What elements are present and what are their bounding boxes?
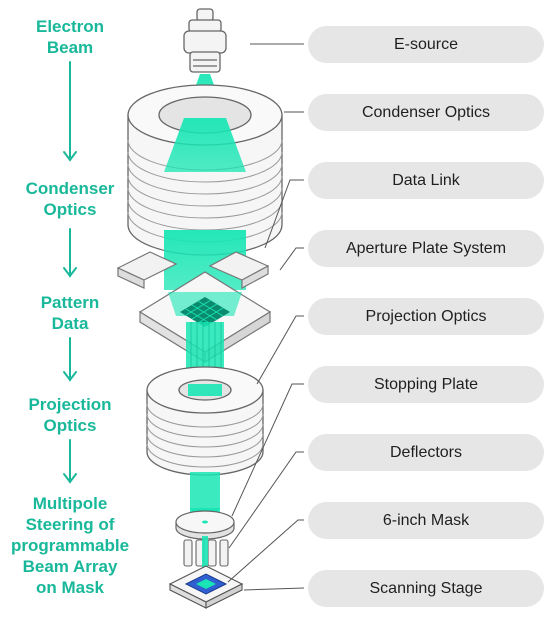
label-e-source: E-source <box>308 26 544 63</box>
flow-step-projection-optics: Projection Optics <box>28 395 112 435</box>
label-data-link: Data Link <box>308 162 544 199</box>
flow-step-multipole-steering: Multipole Steering of programmable Beam … <box>10 494 130 597</box>
deflectors <box>183 539 229 567</box>
lithography-column-illustration <box>116 8 305 609</box>
leader-data-link <box>264 179 304 249</box>
mask-6-inch <box>184 573 228 595</box>
label-projection-optics: Projection Optics <box>308 298 544 335</box>
beamlet-bundle-lower <box>190 472 220 512</box>
label-6-inch-mask: 6-inch Mask <box>308 502 544 539</box>
flow-arrow-2-head <box>63 267 77 278</box>
leader-deflectors <box>228 451 304 549</box>
flow-step-pattern-data: Pattern Data <box>40 293 100 333</box>
flow-arrow-1-head <box>63 151 77 162</box>
label-stopping-plate: Stopping Plate <box>308 366 544 403</box>
beam-deflected <box>202 536 208 586</box>
leader-stopping-plate <box>231 383 304 517</box>
label-deflectors: Deflectors <box>308 434 544 471</box>
aperture-array-grid <box>180 297 230 327</box>
process-flow: Electron Beam Condenser Optics Pattern D… <box>0 0 140 620</box>
leader-lines <box>227 43 305 591</box>
projection-optics-coil <box>146 366 264 476</box>
label-aperture-plate-system: Aperture Plate System <box>308 230 544 267</box>
e-source-gun <box>183 8 227 73</box>
label-scanning-stage: Scanning Stage <box>308 570 544 607</box>
beam-condenser-cone <box>164 118 246 172</box>
flow-arrow-4-head <box>63 473 77 484</box>
leader-scanning-stage <box>243 587 305 591</box>
leader-6-inch-mask <box>227 519 304 583</box>
flow-step-electron-beam: Electron Beam <box>35 17 105 57</box>
label-condenser-optics: Condenser Optics <box>308 94 544 131</box>
flow-arrows <box>63 61 77 484</box>
flow-step-condenser-optics: Condenser Optics <box>25 179 115 219</box>
condenser-optics-coil <box>127 84 283 256</box>
flow-arrow-3-head <box>63 371 77 382</box>
leader-projection-optics <box>256 315 304 385</box>
stopping-plate <box>175 510 235 540</box>
leader-aperture-plate-system <box>279 247 304 271</box>
beamlet-bundle-projection <box>188 384 222 396</box>
